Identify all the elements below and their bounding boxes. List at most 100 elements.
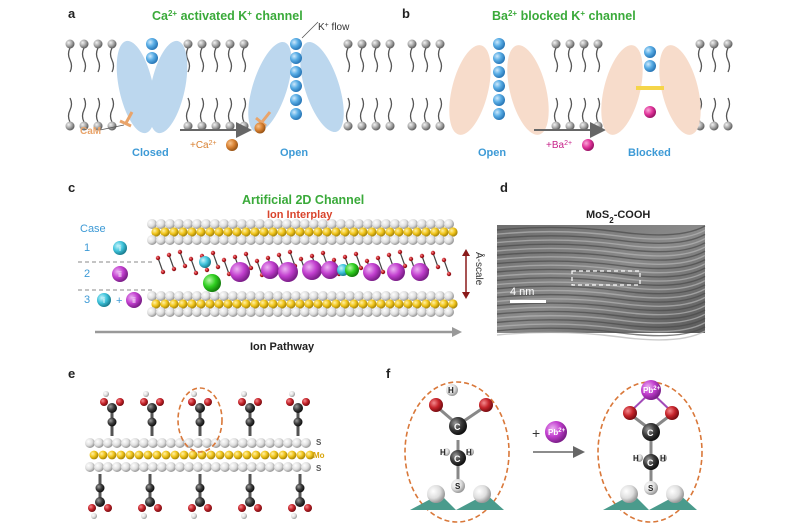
sulfur-layer-atom [201,219,211,229]
sulfur-layer-atom [408,291,418,301]
open-channel-right-subunit-b [507,45,549,135]
slab-s-atom [292,438,302,448]
slab-mo-atom [206,450,216,460]
oxygen-atom [288,504,296,512]
carbon-atom [245,403,255,413]
mo-layer-atom [421,299,431,309]
ion-pathway-arrowhead [452,327,462,337]
sulfur-layer-atom [156,235,166,245]
sulfur-layer-atom [408,235,418,245]
lattice-fringe [496,250,706,261]
sulfur-layer-atom [426,219,436,229]
lipid-head [709,39,719,49]
panel-e: e S Mo S [68,366,325,519]
sulfur-layer-atom [399,291,409,301]
lattice-fringe [496,242,706,253]
mo-layer-atom [295,299,305,309]
sulfur-layer-atom [246,307,256,317]
slab-mo-atom [233,450,243,460]
lipid-tail [359,47,365,73]
sulfur-layer-atom [435,235,445,245]
mo-layer-atom [412,227,422,237]
channel-ion [411,263,429,281]
lipid-tail [199,47,205,73]
mo-layer-atom [169,299,179,309]
slab-mo-atom [197,450,207,460]
sulfur-layer-atom [282,219,292,229]
oxygen-atom [304,504,312,512]
oxygen-atom [298,256,304,262]
channel-ion [363,263,381,281]
lipid-head [407,121,417,131]
case-2-label: 2 [84,268,90,280]
lipid-tail [387,97,393,123]
sulfur-layer-atom [282,235,292,245]
mo-layer-atom [331,299,341,309]
mo-layer-atom [403,227,413,237]
mo-layer-atom [313,227,323,237]
right-surface [603,485,697,510]
sulfur-layer-atom [381,219,391,229]
slab-s-atom [220,438,230,448]
tem-highlight-box [571,270,641,286]
slab-mo-atom [215,450,225,460]
sulfur-layer-atom [228,235,238,245]
sulfur-layer-atom [336,235,346,245]
sulfur-layer-atom [327,235,337,245]
mo-layer-atom [178,299,188,309]
lattice-fringe [496,284,706,295]
sulfur-layer-atom [165,235,175,245]
panel-c-title: Artificial 2D Channel [242,193,364,207]
slab-s-atom [166,462,176,472]
carbon-atom [245,483,255,493]
hydrogen-atom [289,391,295,397]
lipid-head [225,121,235,131]
lipid-head [357,121,367,131]
hydrogen-atom [191,513,197,519]
carbon-atom [195,483,205,493]
lipid-tail [373,47,379,73]
lipid-tail [567,47,573,73]
mo-layer-atom [268,299,278,309]
sulfur-layer-atom [228,219,238,229]
sulfur-layer-atom [282,307,292,317]
cooh-bond [256,260,263,276]
sulfur-layer-atom [192,219,202,229]
slab-s-atom [121,438,131,448]
artificial-2d-channel-structure [147,219,458,317]
lipid-tail [81,47,87,73]
slab-mo-atom [89,450,99,460]
sulfur-layer-atom [336,219,346,229]
mo-layer-atom [376,227,386,237]
sulfur-layer-atom [444,235,454,245]
ba-addition-label: +Ba2+ [546,140,572,152]
oxygen-atom [441,257,447,263]
closed-state-label: Closed [132,147,169,159]
cam-label: CaM [80,126,101,137]
lipid-head [565,121,575,131]
oxygen-atom [166,252,172,258]
panel-f-label: f [386,366,391,381]
lipid-tail [553,47,559,73]
lattice-fringe [496,296,706,307]
sulfur-layer-atom [192,235,202,245]
hydrogen-atom [143,391,149,397]
pb-ion [545,421,567,443]
sulfur-layer-atom [309,219,319,229]
lattice-fringe [496,326,706,337]
lipid-head [407,39,417,49]
hydrogen-atom [446,384,458,396]
oxygen-atom [408,256,414,262]
lipid-head [357,39,367,49]
ca-addition-label: +Ca2+ [190,140,217,152]
slab-s-atom [220,462,230,472]
mo-layer-atom [439,299,449,309]
lipid-tail [437,97,443,123]
panel-d: d MoS2-COOH 4 nm [496,180,706,341]
sulfur-layer-atom [426,235,436,245]
mo-layer-atom [205,299,215,309]
lipid-head [435,39,445,49]
oxygen-atom [177,249,183,255]
oxygen-atom [276,252,282,258]
slab-s-atom [229,438,239,448]
